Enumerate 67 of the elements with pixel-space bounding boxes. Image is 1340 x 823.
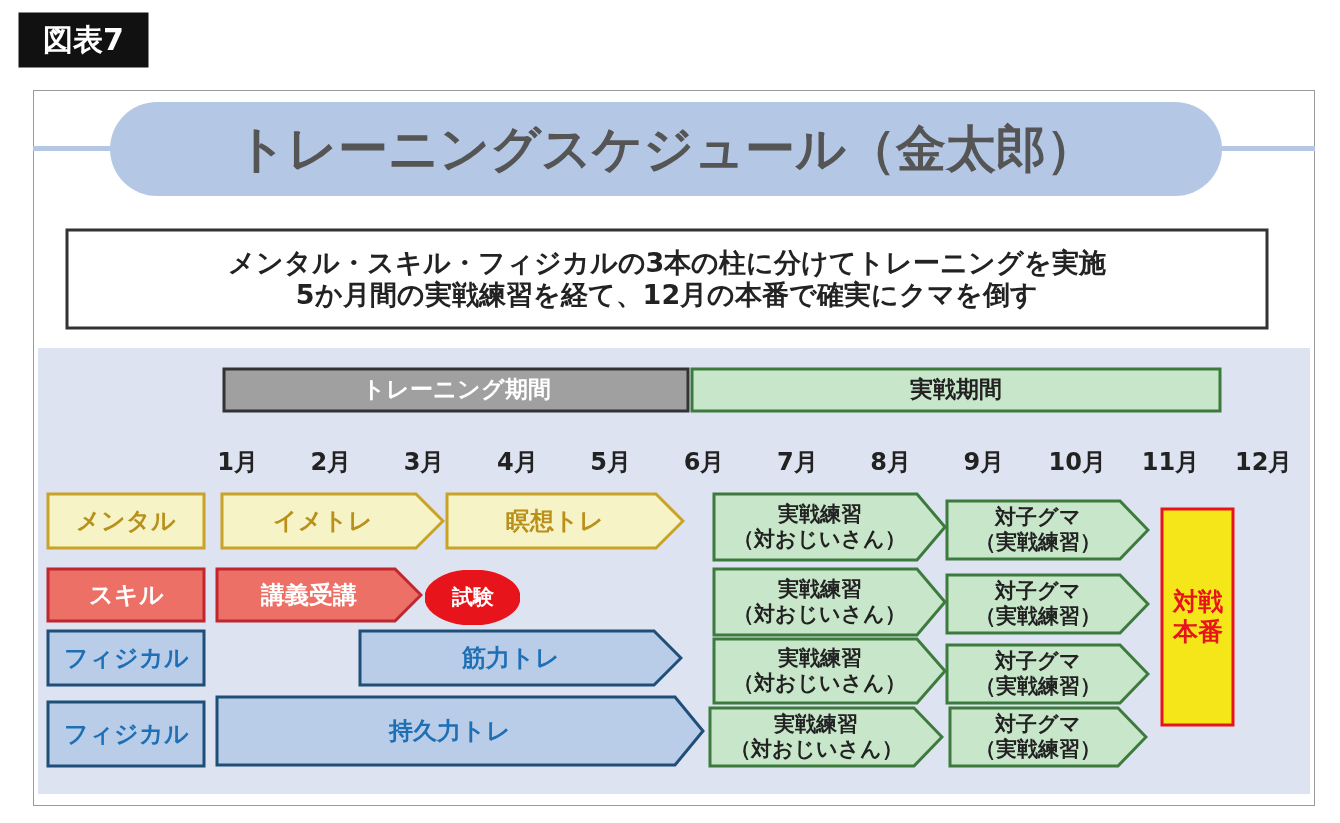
task-bar <box>948 706 1148 768</box>
month-label: 7月 <box>775 447 819 478</box>
node-label: 対子グマ <box>995 711 1082 737</box>
node-label: 講義受講 <box>261 580 358 610</box>
month-label: 12月 <box>1234 447 1294 478</box>
period-bar <box>222 367 690 413</box>
task-bar <box>945 499 1150 561</box>
task-bar <box>945 643 1150 705</box>
month-label: 6月 <box>682 447 726 478</box>
node-label: フィジカル <box>63 719 189 749</box>
node-label: 図表7 <box>43 22 124 58</box>
month-label: 9月 <box>962 447 1006 478</box>
node-label: トレーニング期間 <box>361 376 551 404</box>
node-label: イメトレ <box>272 506 374 536</box>
task-bar <box>712 637 947 705</box>
summary-text: 5か月間の実戦練習を経て、12月の本番で確実にクマを倒す <box>295 279 1039 312</box>
month-label: 4月 <box>496 447 539 478</box>
node-label: （実戦練習） <box>974 530 1102 556</box>
task-bar <box>712 567 947 637</box>
node-label: 対子グマ <box>994 578 1082 604</box>
node-label: 実戦練習 <box>774 711 859 737</box>
month-label: 10月 <box>1047 447 1107 478</box>
row-header <box>46 492 206 550</box>
month-label: 2月 <box>309 447 353 478</box>
month-label: 1月 <box>216 447 259 478</box>
node-label: （対おじいさん） <box>733 527 907 553</box>
node-label: （実戦練習） <box>975 737 1102 763</box>
summary-text: メンタル・スキル・フィジカルの3本の柱に分けてトレーニングを実施 <box>227 246 1107 279</box>
task-bar <box>445 492 685 550</box>
node-label: メンタル <box>76 506 176 536</box>
period-bar <box>690 367 1222 413</box>
node-label: 試験 <box>451 584 494 611</box>
task-bar <box>712 492 947 562</box>
node-label: 実戦練習 <box>777 645 863 671</box>
row-header <box>46 700 206 768</box>
month-label: 5月 <box>589 447 633 478</box>
task-bar <box>215 567 423 623</box>
node-label: 対戦本番 <box>1171 587 1224 647</box>
node-label: （対おじいさん） <box>729 737 904 763</box>
node-label: スキル <box>88 580 164 610</box>
row-header <box>46 567 206 623</box>
node-label: 実戦練習 <box>777 576 863 602</box>
month-label: 8月 <box>869 447 912 478</box>
title: トレーニングスケジュール（金太郎） <box>236 119 1096 179</box>
final-match-box <box>1160 507 1235 727</box>
task-bar <box>220 492 445 550</box>
summary-box <box>65 228 1269 330</box>
task-bar <box>945 573 1150 635</box>
task-bar <box>215 695 705 767</box>
task-bar <box>358 629 683 687</box>
node-label: 筋力トレ <box>461 643 561 673</box>
node-label: （対おじいさん） <box>733 602 907 628</box>
figure-number-tag <box>18 12 149 68</box>
node-label: 実戦練習 <box>777 501 863 527</box>
month-label: 11月 <box>1140 447 1201 478</box>
node-label: 瞑想トレ <box>506 506 605 536</box>
node-label: （対おじいさん） <box>733 671 907 697</box>
node-label: 対子グマ <box>994 648 1082 674</box>
node-label: （実戦練習） <box>974 604 1102 630</box>
task-bar <box>708 706 944 768</box>
node-label: 対子グマ <box>994 504 1082 530</box>
month-label: 3月 <box>402 447 446 478</box>
node-label: （実戦練習） <box>974 674 1102 700</box>
node-label: 実戦期間 <box>910 376 1002 404</box>
node-label: フィジカル <box>63 643 189 673</box>
row-header <box>46 629 206 687</box>
node-label: 持久力トレ <box>389 716 512 746</box>
